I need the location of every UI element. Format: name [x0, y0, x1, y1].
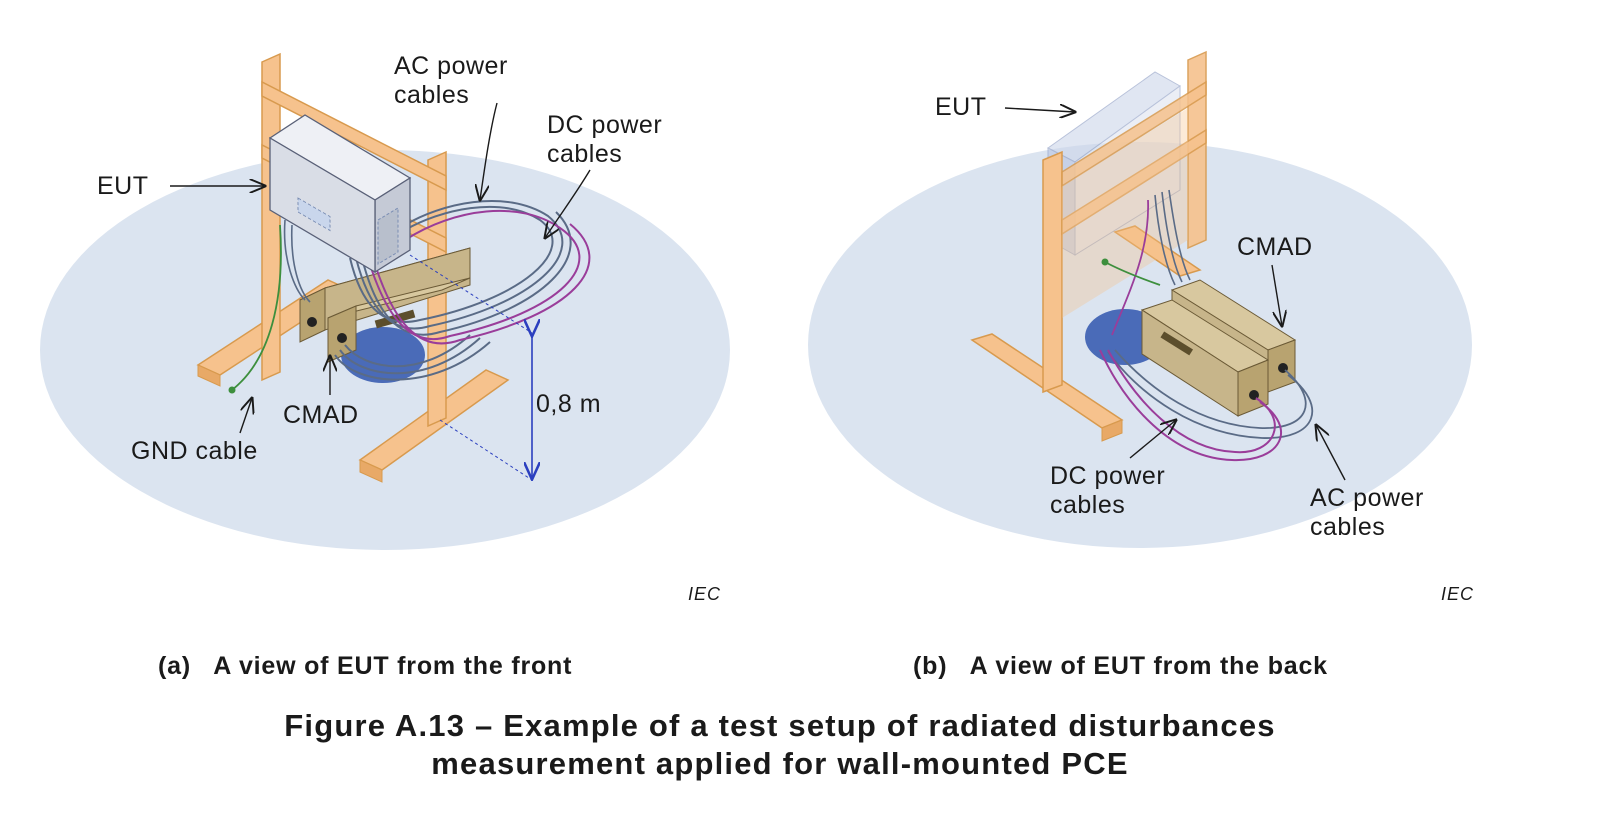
caption-a-letter: (a) — [158, 652, 191, 680]
label-ac-power-cables-b: AC power cables — [1310, 484, 1424, 541]
caption-a-text: A view of EUT from the front — [213, 652, 573, 680]
stand-rail-top-a — [261, 80, 447, 192]
stand-rail-top-b — [1061, 80, 1207, 188]
label-height-a: 0,8 m — [536, 390, 602, 418]
stand-foot-right-b — [1113, 225, 1202, 277]
label-ac-power-cables-a: AC power cables — [394, 52, 508, 109]
gnd-cable-b — [1104, 261, 1161, 286]
ac-cables-a — [334, 200, 572, 381]
caption-b-text: A view of EUT from the back — [969, 652, 1328, 680]
stand-rail-low-b — [1061, 128, 1207, 236]
label-dc-power-cables-b: DC power cables — [1050, 462, 1166, 519]
caption-a: (a) A view of EUT from the front — [158, 652, 572, 681]
panel-a — [40, 52, 730, 550]
caption-b-letter: (b) — [913, 652, 948, 680]
cmad-b — [1140, 279, 1297, 417]
turntable-a — [341, 327, 425, 383]
cmad-a — [299, 247, 471, 363]
gnd-cable-a — [231, 224, 282, 391]
label-eut-a: EUT — [97, 172, 149, 200]
stand-post-left-b — [1042, 150, 1063, 394]
eut-box-a — [268, 114, 412, 274]
dc-cables-a — [367, 209, 591, 345]
label-cmad-a: CMAD — [283, 401, 359, 429]
label-cmad-b: CMAD — [1237, 233, 1313, 261]
figure-title-line1: Figure A.13 – Example of a test setup of… — [284, 708, 1276, 743]
iec-watermark-b: IEC — [1441, 584, 1475, 604]
label-gnd-cable-a: GND cable — [131, 437, 258, 465]
label-eut-b: EUT — [935, 93, 987, 121]
figure-title-line2: measurement applied for wall-mounted PCE — [431, 746, 1129, 781]
panel-b — [808, 50, 1472, 548]
caption-b: (b) A view of EUT from the back — [913, 652, 1328, 681]
label-dc-power-cables-a: DC power cables — [547, 111, 663, 168]
iec-watermark-a: IEC — [688, 584, 722, 604]
